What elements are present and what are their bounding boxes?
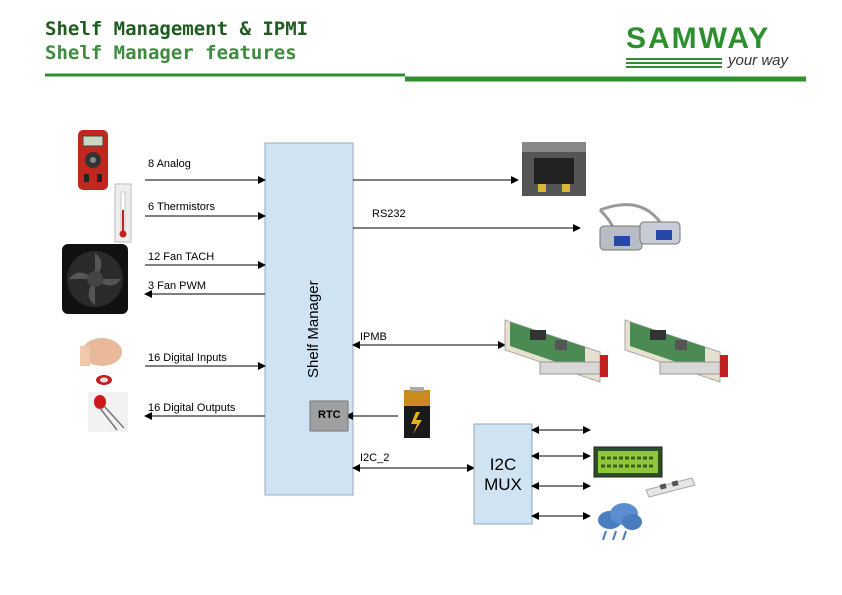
rtc-label: RTC — [318, 409, 341, 421]
i2c-label: I2C_2 — [360, 452, 390, 464]
fan-pwm-label: 3 Fan PWM — [148, 280, 207, 292]
rs232-label: RS232 — [372, 208, 406, 220]
led-icon — [88, 392, 128, 432]
shelf-manager-label: Shelf Manager — [305, 280, 322, 378]
fan-icon — [62, 244, 128, 314]
page-title: Shelf Management & IPMI — [45, 18, 309, 40]
button-press-icon — [80, 338, 122, 385]
multimeter-icon — [78, 130, 108, 190]
logo-stripes — [626, 58, 722, 68]
battery-icon — [404, 387, 430, 438]
thermistors-label: 6 Thermistors — [148, 201, 216, 213]
fan-tach-label: 12 Fan TACH — [148, 251, 215, 263]
lcd-display-icon — [593, 446, 663, 478]
memory-stick-icon — [645, 477, 696, 498]
ethernet-jack-icon — [522, 142, 586, 196]
i2c-mux-label: I2C MUX — [474, 455, 532, 495]
serial-cable-icon — [598, 203, 681, 251]
thermometer-icon — [114, 183, 132, 243]
logo-tagline: your way — [728, 52, 789, 69]
shelf-manager-box — [264, 142, 354, 496]
digital-inputs-label: 16 Digital Inputs — [148, 352, 227, 364]
weather-sensor-icon — [596, 502, 642, 544]
board-card-icon-1 — [504, 319, 608, 383]
digital-outputs-label: 16 Digital Outputs — [148, 402, 236, 414]
ipmb-label: IPMB — [360, 331, 387, 343]
rtc-box — [309, 400, 349, 432]
logo-wordmark: SAMWAY — [626, 22, 771, 55]
i2c-mux-label-line1: I2C — [489, 455, 517, 474]
i2c-mux-box — [473, 423, 533, 525]
analog-label: 8 Analog — [148, 158, 191, 170]
i2c-mux-label-line2: MUX — [484, 475, 522, 494]
page-subtitle: Shelf Manager features — [45, 42, 297, 64]
board-card-icon-2 — [624, 319, 728, 383]
